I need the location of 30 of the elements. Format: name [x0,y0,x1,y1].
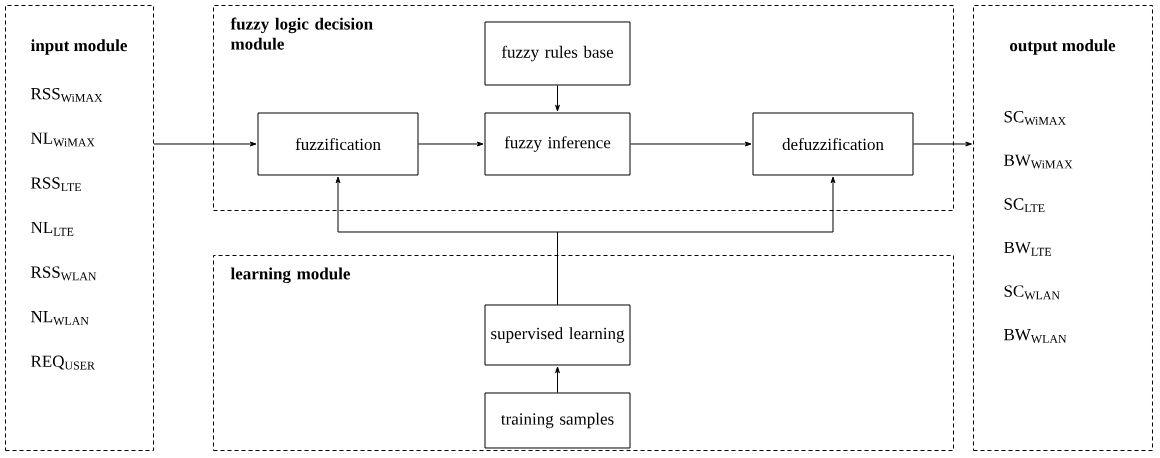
arrow [630,141,752,147]
arrow [555,85,560,112]
signal-label: BW$_{WiMAX}$ [1004,154,1073,169]
signal-label: SC$_{LTE}$ [1004,198,1045,213]
signal-label: RSS$_{LTE}$ [31,177,81,192]
process-box: defuzzification [752,112,914,176]
process-box: fuzzification [257,112,419,176]
signal-label: NL$_{WLAN}$ [31,311,89,325]
signal-label: REQ$_{USER}$ [31,355,95,370]
signal-label: NL$_{WiMAX}$ [31,132,95,147]
arrow [557,176,836,305]
process-box: fuzzy inference [484,112,631,176]
arrow [153,141,257,147]
arrow [555,366,560,393]
signal-label: SC$_{WiMAX}$ [1004,111,1066,125]
signal-label: NL$_{LTE}$ [31,221,74,236]
process-box: supervised learning [484,304,631,366]
signal-label: RSS$_{WiMAX}$ [31,88,103,102]
module-title: output module [1010,39,1116,55]
arrow [913,141,972,147]
module-title: learning module [230,267,350,284]
signal-label: SC$_{WLAN}$ [1004,285,1060,300]
process-box: training samples [484,392,631,449]
signal-label: BW$_{LTE}$ [1004,241,1051,256]
arrow [418,141,484,147]
signal-label: BW$_{WLAN}$ [1004,329,1067,343]
module-title: fuzzy logic decision module [230,17,373,50]
module-title: input module [31,39,127,55]
process-box: fuzzy rules base [484,21,631,86]
signal-label: RSS$_{WLAN}$ [31,266,97,281]
